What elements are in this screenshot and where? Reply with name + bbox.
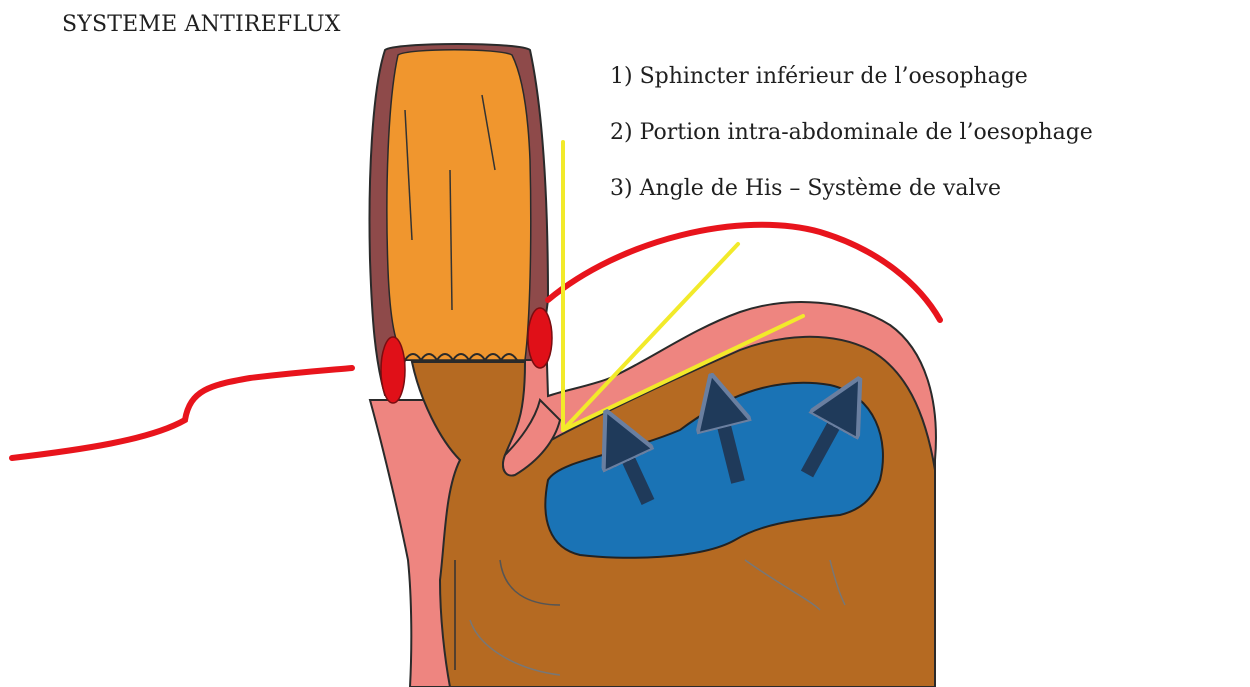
- legend-item-sphincter: 1) Sphincter inférieur de l’oesophage: [610, 62, 1093, 118]
- legend-item-angle-of-his: 3) Angle de His – Système de valve: [610, 174, 1093, 230]
- legend-item-intra-abdominal: 2) Portion intra-abdominale de l’oesopha…: [610, 118, 1093, 174]
- legend-list: 1) Sphincter inférieur de l’oesophage 2)…: [610, 62, 1093, 230]
- esophagus-lumen: [387, 50, 531, 360]
- diaphragm-left: [12, 368, 352, 458]
- diaphragm-right: [548, 225, 940, 320]
- sphincter-left: [381, 337, 405, 403]
- sphincter-right: [528, 308, 552, 368]
